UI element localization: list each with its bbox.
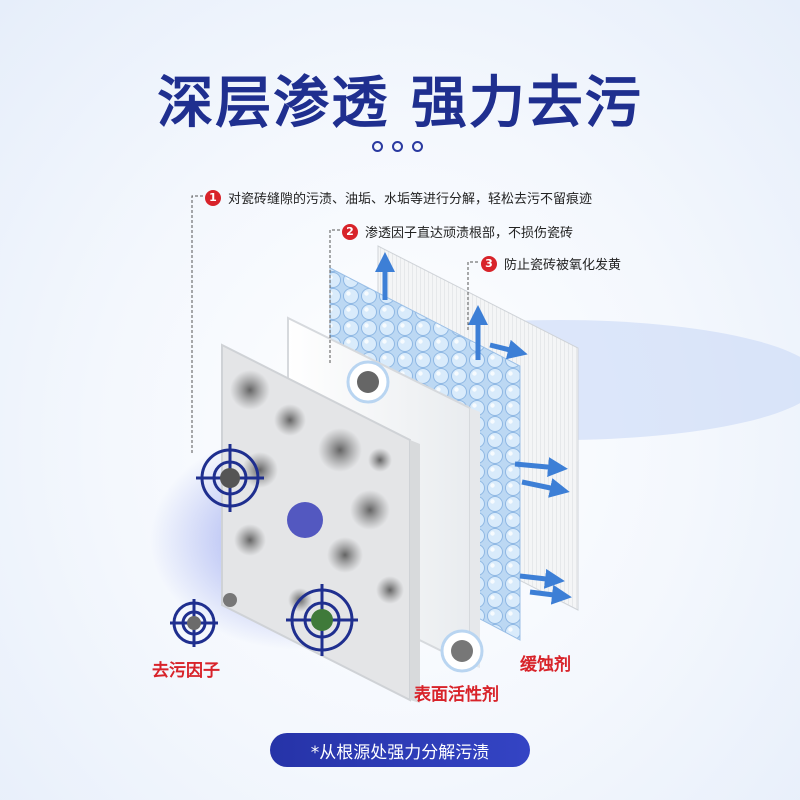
callout-2: 2 渗透因子直达顽渍根部，不损伤瓷砖: [342, 222, 573, 241]
front-tile-edge: [410, 440, 420, 703]
germ-icon: [287, 502, 323, 538]
number-badge: 1: [205, 189, 221, 206]
arrows: [375, 252, 572, 605]
dot: [412, 141, 423, 152]
dirt-spots: [230, 370, 404, 612]
label-corrosion-inhibitor: 缓蚀剂: [520, 655, 571, 675]
callout-3: 3 防止瓷砖被氧化发黄: [481, 254, 621, 273]
number-badge: 3: [481, 255, 497, 272]
page-title: 深层渗透 强力去污: [157, 71, 643, 136]
germ-icon: [311, 609, 333, 631]
decorative-dots: [372, 141, 423, 152]
middle-tile-edge: [470, 408, 480, 668]
molecule-icon: [346, 360, 390, 404]
callout-text: 防止瓷砖被氧化发黄: [504, 258, 622, 273]
callout-text: 渗透因子直达顽渍根部，不损伤瓷砖: [365, 226, 574, 241]
callout-lines: [191, 195, 478, 455]
molecule-icon: [440, 629, 484, 673]
label-surfactant: 表面活性剂: [414, 685, 499, 705]
dirt-particle-icon: [220, 468, 240, 488]
dot: [372, 141, 383, 152]
dirt-particle-icon: [223, 593, 237, 607]
number-badge: 2: [342, 223, 358, 240]
dot: [392, 141, 403, 152]
label-decontamination-factor: 去污因子: [152, 661, 220, 681]
dirt-particle-icon: [187, 616, 201, 630]
callout-1: 1 对瓷砖缝隙的污渍、油垢、水垢等进行分解，轻松去污不留痕迹: [205, 188, 592, 207]
callout-text: 对瓷砖缝隙的污渍、油垢、水垢等进行分解，轻松去污不留痕迹: [228, 192, 593, 207]
footer-banner: *从根源处强力分解污渍: [270, 733, 530, 767]
